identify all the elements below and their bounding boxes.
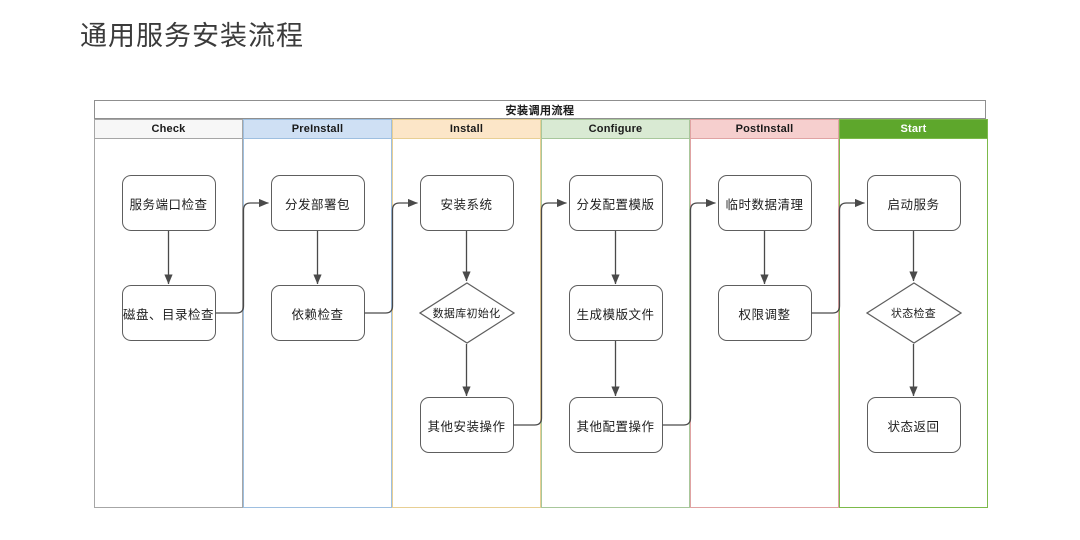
node-label: 状态检查 [890, 308, 937, 320]
lane-header-preinstall[interactable]: PreInstall [243, 119, 392, 139]
lane-header-start[interactable]: Start [839, 119, 988, 139]
diagram-title: 安装调用流程 [505, 104, 575, 117]
process-node-n3[interactable]: 分发部署包 [270, 175, 365, 231]
lane-header-install[interactable]: Install [392, 119, 541, 139]
process-node-n7[interactable]: 其他安装操作 [419, 397, 514, 453]
process-node-n1[interactable]: 服务端口检查 [121, 175, 216, 231]
lane-header-configure[interactable]: Configure [541, 119, 690, 139]
lane-header-check[interactable]: Check [94, 119, 243, 139]
diamond-shape-icon [418, 282, 515, 344]
diagram-title-band: 安装调用流程 [94, 100, 986, 119]
node-label: 数据库初始化 [432, 308, 501, 320]
process-node-n15[interactable]: 状态返回 [866, 397, 961, 453]
diamond-shape-icon [865, 282, 962, 344]
process-node-n4[interactable]: 依赖检查 [270, 285, 365, 341]
process-node-n8[interactable]: 分发配置模版 [568, 175, 663, 231]
decision-node-n6[interactable]: 数据库初始化 [418, 282, 515, 344]
process-node-n10[interactable]: 其他配置操作 [568, 397, 663, 453]
process-node-n9[interactable]: 生成模版文件 [568, 285, 663, 341]
lane-header-postinstall[interactable]: PostInstall [690, 119, 839, 139]
process-node-n2[interactable]: 磁盘、目录检查 [121, 285, 216, 341]
process-node-n11[interactable]: 临时数据清理 [717, 175, 812, 231]
decision-node-n14[interactable]: 状态检查 [865, 282, 962, 344]
page-title: 通用服务安装流程 [80, 21, 304, 51]
process-node-n12[interactable]: 权限调整 [717, 285, 812, 341]
process-node-n13[interactable]: 启动服务 [866, 175, 961, 231]
process-node-n5[interactable]: 安装系统 [419, 175, 514, 231]
